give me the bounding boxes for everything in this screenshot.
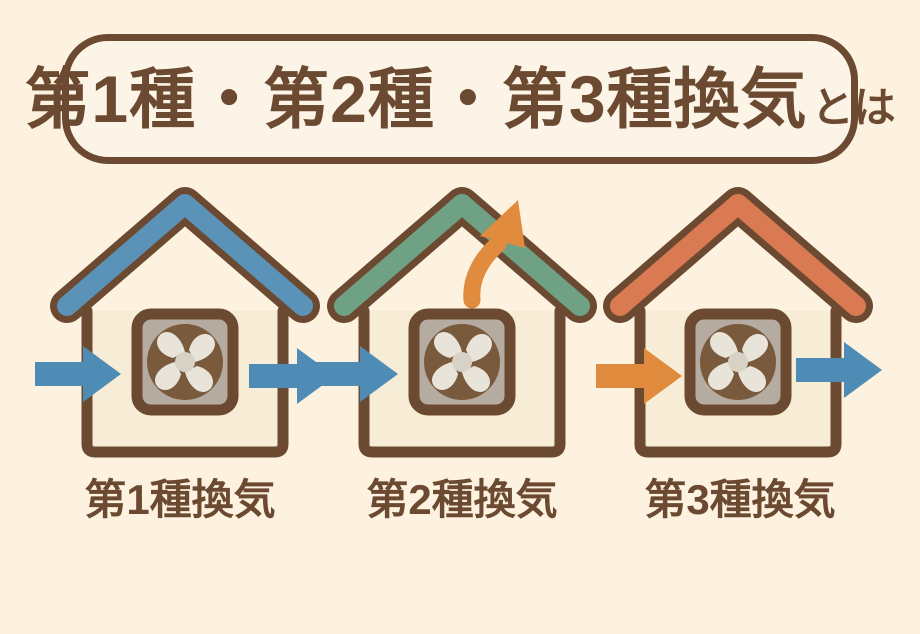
intake-arrow-blue: [312, 346, 398, 402]
roof-blue: [57, 194, 313, 316]
fan-hub: [728, 352, 748, 372]
caption-type-1: 第1種換気: [84, 476, 276, 523]
house-svg-type-1: [35, 187, 335, 458]
title-banner: 第1種・第2種・第3種換気 とは: [24, 34, 896, 164]
roof-terracotta: [610, 194, 866, 316]
intake-arrow-shape: [312, 346, 398, 402]
house-diagram-type-3: [588, 186, 888, 476]
caption-type-3: 第3種換気: [644, 476, 836, 523]
roof-outline: [327, 187, 597, 323]
house-svg-type-2: [312, 187, 597, 458]
intake-arrow-shape: [35, 346, 121, 402]
house-diagram-type-1: [35, 186, 335, 476]
intake-arrow-blue: [35, 346, 121, 402]
page-title-suffix: とは: [811, 84, 896, 131]
house-diagram-type-2: [312, 186, 612, 476]
roof-outline: [50, 187, 320, 323]
fan-hub: [175, 352, 195, 372]
fan-icon: [700, 324, 776, 400]
fan-blades: [432, 332, 492, 392]
roof-outline: [603, 187, 873, 323]
exhaust-arrow-blue: [796, 342, 882, 398]
roof-exhaust-arrow-orange: [463, 200, 525, 309]
caption-type-2: 第2種換気: [366, 476, 558, 523]
fan-icon: [147, 324, 223, 400]
fan-icon: [424, 324, 500, 400]
intake-arrow-shape: [596, 348, 682, 404]
house-svg-type-3: [596, 187, 882, 458]
fan-blades: [708, 332, 768, 392]
roof-green: [334, 194, 590, 316]
captions-row: 第1種換気 第2種換気 第3種換気: [0, 470, 920, 540]
house-diagrams-row: [0, 186, 920, 476]
page-title-main: 第1種・第2種・第3種換気: [24, 62, 808, 136]
roof-arrow-head: [480, 200, 525, 248]
fan-hub: [452, 352, 472, 372]
exhaust-arrow-shape: [796, 342, 882, 398]
fan-blades: [155, 332, 215, 392]
roof-arrow-shaft: [463, 235, 507, 309]
page-title: 第1種・第2種・第3種換気 とは: [24, 66, 895, 132]
intake-arrow-orange: [596, 348, 682, 404]
